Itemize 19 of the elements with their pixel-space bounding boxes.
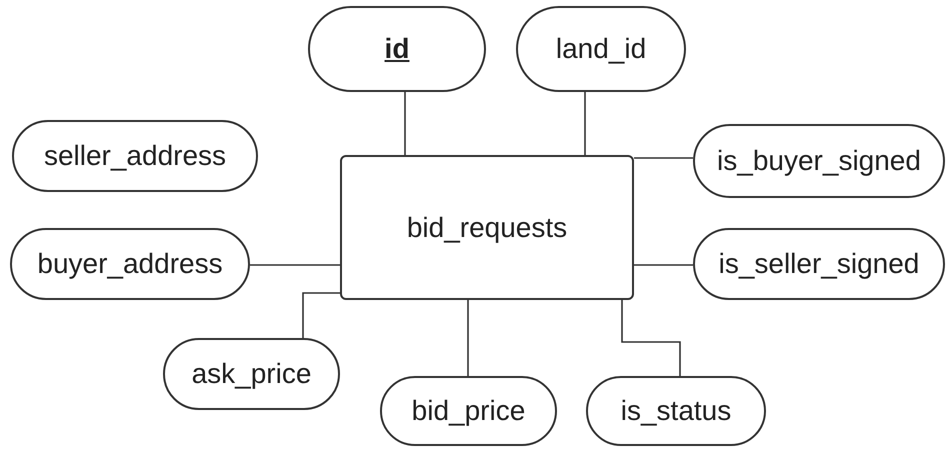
attribute-name: bid_price bbox=[412, 395, 526, 427]
attribute-name: is_status bbox=[620, 395, 732, 427]
entity-name: bid_requests bbox=[406, 212, 568, 244]
attribute-name: buyer_address bbox=[37, 248, 223, 280]
attribute-name: is_seller_signed bbox=[718, 248, 920, 280]
attribute-name: ask_price bbox=[192, 358, 312, 390]
attribute-name: seller_address bbox=[44, 140, 226, 172]
connector-line bbox=[634, 264, 693, 266]
connector-line bbox=[404, 92, 406, 155]
connector-line bbox=[302, 292, 340, 338]
attribute-name: is_buyer_signed bbox=[717, 145, 921, 177]
entity-box bbox=[340, 155, 634, 300]
connector-line bbox=[584, 92, 586, 155]
attribute-name: land_id bbox=[556, 33, 646, 65]
connector-line bbox=[250, 264, 340, 266]
connector-line bbox=[621, 300, 681, 376]
attribute-name: id bbox=[384, 33, 410, 65]
connector-line bbox=[634, 157, 693, 159]
connector-line bbox=[467, 300, 469, 376]
